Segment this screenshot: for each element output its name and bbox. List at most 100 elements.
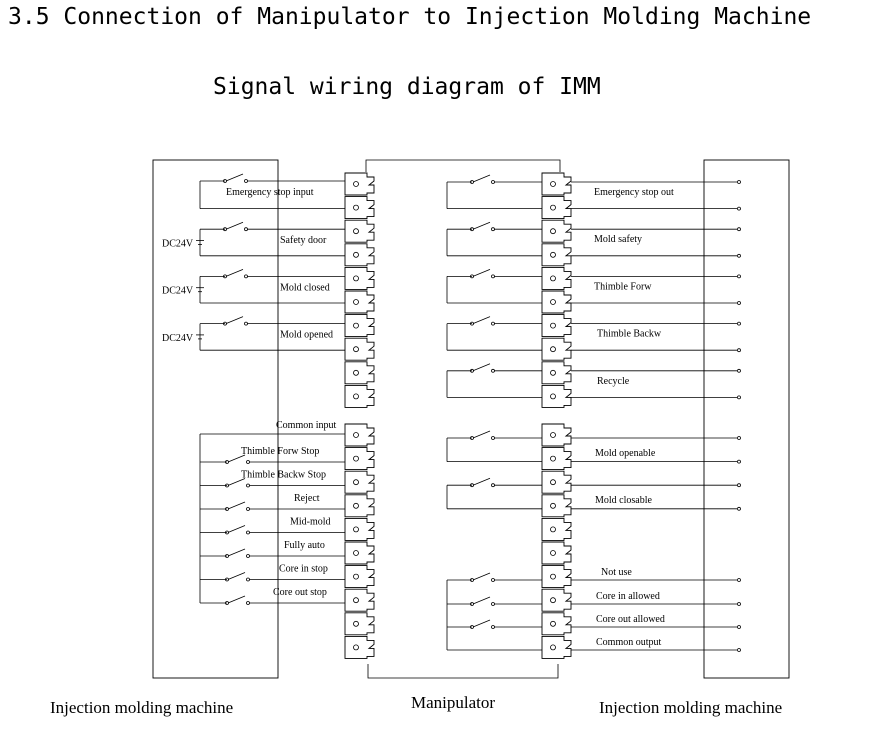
- switch-icon: [472, 477, 491, 486]
- terminal-screw-icon: [353, 526, 359, 533]
- terminal-block: [541, 314, 572, 338]
- terminal-dot: [737, 459, 741, 464]
- terminal-block: [344, 517, 375, 541]
- terminal-screw-icon: [353, 620, 359, 627]
- switch-icon: [472, 619, 491, 628]
- terminal-block: [344, 541, 375, 565]
- switch-icon: [472, 430, 491, 439]
- input-label-5: Fully auto: [284, 540, 325, 551]
- input-label-2: Thimble Backw Stop: [241, 470, 326, 481]
- output-label-2: Thimble Forw: [594, 281, 652, 292]
- terminal-block: [541, 384, 572, 408]
- input-label-4: Mid-mold: [290, 517, 331, 528]
- terminal-dot: [737, 180, 741, 184]
- input-label-3: Reject: [294, 493, 320, 504]
- terminal-block: [541, 635, 572, 659]
- terminal-block: [344, 447, 375, 471]
- switch-icon: [227, 595, 246, 604]
- switch-icon: [225, 269, 244, 277]
- diagram-title: Signal wiring diagram of IMM: [213, 74, 601, 100]
- terminal-block: [344, 423, 375, 447]
- left-machine-box: [152, 159, 279, 679]
- switch-icon: [472, 572, 491, 581]
- terminal-screw-icon: [353, 251, 359, 258]
- common-input-label: Common input: [276, 420, 337, 431]
- terminal-block: [541, 423, 572, 447]
- output-label-4: Core out allowed: [596, 614, 665, 625]
- terminal-screw-icon: [550, 432, 556, 438]
- terminal-block: [541, 541, 572, 565]
- input-label-7: Core out stop: [273, 587, 327, 598]
- output-label-4: Recycle: [597, 376, 630, 387]
- terminal-dot: [737, 206, 741, 211]
- terminal-screw-icon: [353, 597, 359, 604]
- manipulator-bottom-outline: [367, 664, 559, 679]
- manipulator-label: Manipulator: [411, 693, 496, 712]
- terminal-screw-icon: [550, 455, 556, 462]
- supply-voltage-label: DC24V: [162, 239, 194, 250]
- terminal-block: [541, 494, 572, 518]
- terminal-screw-icon: [550, 620, 556, 627]
- input-label-1: Thimble Forw Stop: [241, 446, 319, 457]
- terminal-dot: [737, 483, 741, 488]
- terminal-screw-icon: [550, 479, 556, 486]
- terminal-block: [344, 384, 375, 408]
- terminal-block: [344, 612, 375, 636]
- terminal-dot: [737, 436, 741, 440]
- terminal-screw-icon: [353, 275, 359, 282]
- terminal-block: [541, 470, 572, 494]
- terminal-screw-icon: [353, 644, 359, 651]
- terminal-screw-icon: [550, 369, 556, 376]
- terminal-block: [344, 337, 375, 361]
- output-label-3: Core in allowed: [596, 591, 660, 602]
- terminal-dot: [737, 348, 741, 353]
- terminal-dot: [737, 227, 741, 232]
- switch-icon: [472, 221, 491, 230]
- switch-icon: [227, 572, 246, 580]
- terminal-screw-icon: [353, 299, 359, 305]
- terminal-screw-icon: [550, 393, 556, 400]
- output-label-2: Not use: [601, 567, 632, 578]
- terminal-block: [344, 494, 375, 518]
- terminal-block: [541, 266, 572, 290]
- terminal-screw-icon: [353, 502, 359, 509]
- terminal-block: [541, 361, 572, 385]
- supply-voltage-label: DC24V: [162, 286, 194, 297]
- output-label-1: Mold closable: [595, 495, 652, 506]
- terminal-block: [344, 243, 375, 267]
- switch-icon: [225, 316, 244, 324]
- switch-icon: [227, 501, 246, 510]
- input-label-3: Mold opened: [280, 330, 333, 341]
- terminal-block: [344, 196, 375, 220]
- output-label-3: Thimble Backw: [597, 329, 662, 340]
- terminal-block: [344, 219, 375, 243]
- right-machine-label: Injection molding machine: [599, 698, 783, 717]
- terminal-block: [344, 635, 375, 659]
- terminal-block: [541, 196, 572, 220]
- terminal-screw-icon: [550, 228, 556, 235]
- terminal-screw-icon: [353, 393, 359, 400]
- terminal-screw-icon: [353, 455, 359, 462]
- terminal-screw-icon: [550, 322, 556, 329]
- terminal-screw-icon: [353, 346, 359, 353]
- switch-icon: [472, 596, 491, 605]
- terminal-block: [344, 588, 375, 612]
- input-label-0: Emergency stop input: [226, 187, 314, 198]
- terminal-block: [541, 290, 572, 314]
- switch-icon: [227, 454, 246, 463]
- terminal-screw-icon: [550, 346, 556, 353]
- terminal-dot: [737, 368, 741, 373]
- terminal-screw-icon: [353, 550, 359, 556]
- terminal-block: [344, 172, 375, 196]
- terminal-block: [541, 517, 572, 541]
- switch-icon: [227, 525, 246, 533]
- output-label-0: Mold openable: [595, 448, 656, 459]
- terminal-screw-icon: [550, 299, 556, 305]
- input-label-2: Mold closed: [280, 282, 330, 293]
- terminal-dot: [737, 395, 741, 400]
- switch-icon: [227, 548, 246, 557]
- switch-icon: [225, 221, 244, 230]
- terminal-screw-icon: [353, 573, 359, 580]
- terminal-block: [541, 447, 572, 471]
